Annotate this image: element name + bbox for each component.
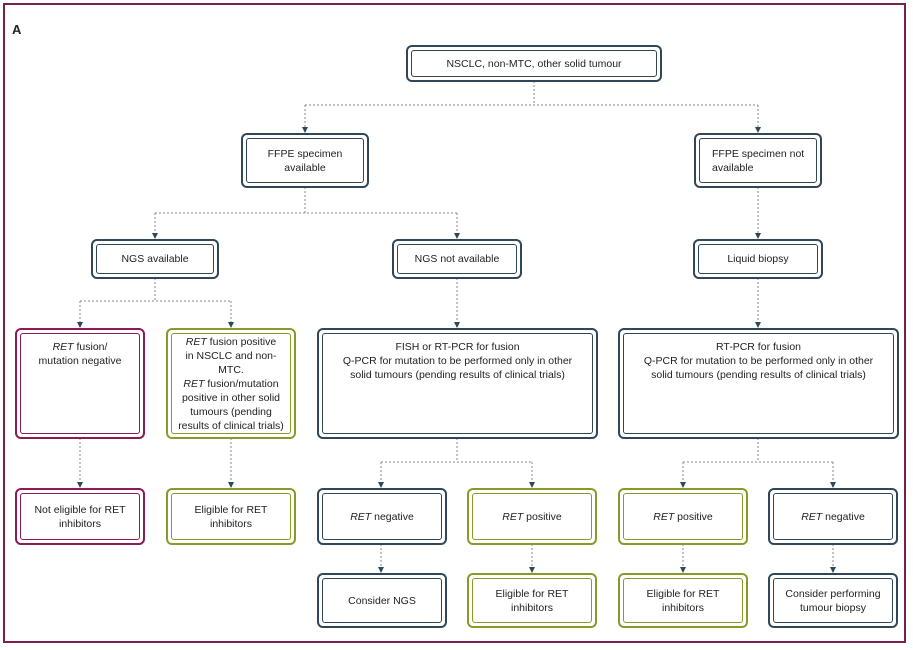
node-ngs-available: NGS available [91,239,219,279]
node-ffpe-available: FFPE specimen available [241,133,369,188]
node-rtpcr-ret-negative: RET negative [768,488,898,545]
node-rtpcr-ret-positive: RET positive [618,488,748,545]
node-liquid-biopsy: Liquid biopsy [693,239,823,279]
node-fish-ret-negative: RET negative [317,488,447,545]
figure-frame [3,3,906,643]
connector-ffpe [155,187,457,214]
node-ngs-not-available: NGS not available [392,239,522,279]
node-consider-biopsy: Consider performing tumour biopsy [768,573,898,628]
node-ret-positive-ngs: RET fusion positive in NSCLC and non-MTC… [166,328,296,439]
connector-fish [381,438,532,463]
connector-ngs [80,278,231,302]
connector-rtpcr [683,438,833,463]
node-eligible-rtpcr: Eligible for RET inhibitors [618,573,748,628]
node-fish-ret-positive: RET positive [467,488,597,545]
node-eligible-fish: Eligible for RET inhibitors [467,573,597,628]
node-ret-negative-ngs: RET fusion/ mutation negative [15,328,145,439]
panel-label: A [12,22,22,37]
node-not-eligible: Not eligible for RET inhibitors [15,488,145,545]
node-consider-ngs: Consider NGS [317,573,447,628]
connector-root [305,81,758,106]
node-rtpcr: RT-PCR for fusion Q-PCR for mutation to … [618,328,899,439]
node-fish-rtpcr: FISH or RT-PCR for fusion Q-PCR for muta… [317,328,598,439]
node-ffpe-not-available: FFPE specimen not available [694,133,822,188]
node-eligible-ngs: Eligible for RET inhibitors [166,488,296,545]
node-root: NSCLC, non-MTC, other solid tumour [406,45,662,82]
